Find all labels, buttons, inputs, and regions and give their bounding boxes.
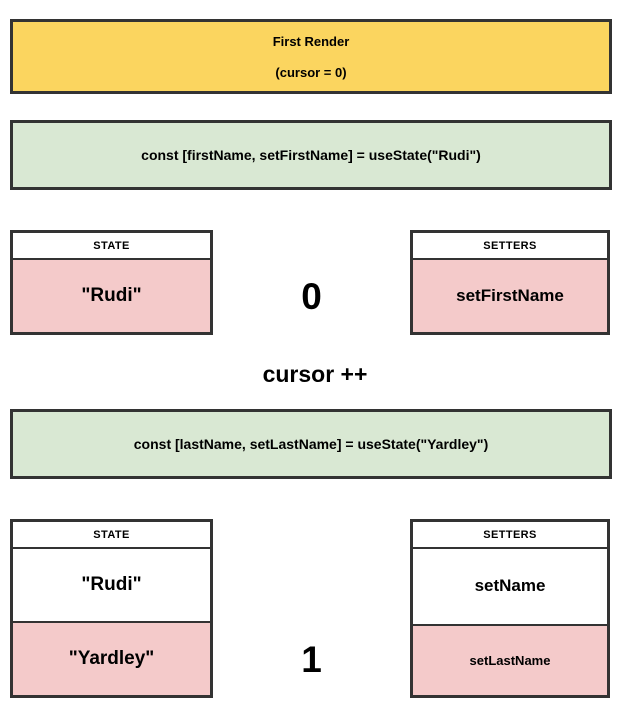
setters-table-render1-cell-setfirstname: setFirstName	[413, 260, 607, 332]
cursor-initial-label: (cursor = 0)	[275, 64, 347, 80]
code-firstname: const [firstName, setFirstName] = useSta…	[141, 147, 481, 163]
setters-table-render2-cell-setname: setName	[413, 549, 607, 624]
setters-table-render1-header: SETTERS	[413, 233, 607, 260]
first-render-banner: First Render (cursor = 0)	[10, 19, 612, 94]
cursor-value-render1: 0	[301, 275, 322, 317]
code-box-lastname: const [lastName, setLastName] = useState…	[10, 409, 612, 479]
code-box-firstname: const [firstName, setFirstName] = useSta…	[10, 120, 612, 190]
setters-table-render2: SETTERS setName setLastName	[410, 519, 610, 698]
state-table-render1-cell-rudi: "Rudi"	[13, 260, 210, 332]
setters-table-render2-header: SETTERS	[413, 522, 607, 549]
cursor-increment-label: cursor ++	[262, 361, 368, 387]
state-table-render2-cell-rudi: "Rudi"	[13, 549, 210, 621]
first-render-title: First Render	[272, 33, 350, 49]
setters-table-render1: SETTERS setFirstName	[410, 230, 610, 335]
code-lastname: const [lastName, setLastName] = useState…	[133, 436, 489, 452]
cursor-value-render2: 1	[301, 638, 322, 680]
state-table-render1-header: STATE	[13, 233, 210, 260]
state-table-render2: STATE "Rudi" "Yardley"	[10, 519, 213, 698]
state-table-render2-cell-yardley: "Yardley"	[13, 621, 210, 695]
state-table-render1: STATE "Rudi"	[10, 230, 213, 335]
setters-table-render2-cell-setlastname: setLastName	[413, 623, 607, 695]
state-table-render2-header: STATE	[13, 522, 210, 549]
